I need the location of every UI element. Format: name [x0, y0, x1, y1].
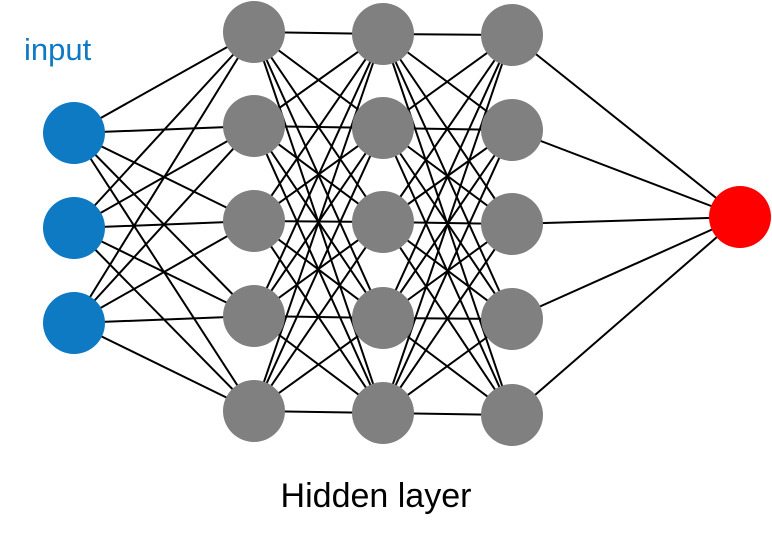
hidden-node-hidden-1-3: [223, 190, 285, 252]
edge-hidden-3-2-to-output-1: [511, 129, 741, 218]
hidden-node-hidden-1-1: [223, 1, 285, 63]
edge-hidden-3-4-to-output-1: [511, 216, 741, 320]
edge-hidden-2-4-to-hidden-3-1: [382, 34, 513, 319]
hidden-node-hidden-2-4: [352, 287, 414, 349]
edge-hidden-3-3-to-output-1: [511, 216, 741, 225]
hidden-layer-label: Hidden layer: [281, 477, 472, 515]
hidden-node-hidden-2-3: [352, 191, 414, 253]
edge-hidden-1-3-to-hidden-2-1: [253, 33, 384, 222]
hidden-node-hidden-1-5: [223, 380, 285, 442]
edge-hidden-2-5-to-hidden-3-2: [382, 129, 513, 414]
edge-input-3-to-hidden-1-5: [73, 322, 255, 412]
input-label: input: [24, 32, 92, 67]
hidden-node-hidden-3-5: [481, 384, 543, 446]
edge-hidden-1-5-to-hidden-2-2: [253, 127, 384, 412]
hidden-node-hidden-2-5: [352, 382, 414, 444]
output-node-output-1: [709, 186, 771, 248]
edge-hidden-2-5-to-hidden-3-1: [382, 34, 513, 414]
input-node-input-2: [43, 197, 105, 259]
input-node-input-1: [43, 102, 105, 164]
input-node-input-3: [43, 292, 105, 354]
edge-input-1-to-hidden-1-1: [73, 31, 255, 134]
hidden-node-hidden-2-1: [352, 3, 414, 65]
hidden-node-hidden-3-3: [481, 193, 543, 255]
edge-hidden-1-5-to-hidden-2-3: [253, 221, 384, 412]
edge-input-3-to-hidden-1-1: [73, 31, 255, 324]
hidden-node-hidden-2-2: [352, 97, 414, 159]
hidden-node-hidden-3-4: [481, 288, 543, 350]
hidden-node-hidden-1-2: [223, 95, 285, 157]
hidden-node-hidden-1-4: [223, 285, 285, 347]
nodes: [43, 1, 771, 446]
edge-hidden-1-5-to-hidden-2-1: [253, 33, 384, 412]
edge-hidden-2-3-to-hidden-3-1: [382, 34, 513, 223]
edge-hidden-2-5-to-hidden-3-3: [382, 223, 513, 414]
hidden-node-hidden-3-2: [481, 99, 543, 161]
edge-input-3-to-hidden-1-3: [73, 220, 255, 324]
hidden-node-hidden-3-1: [481, 4, 543, 66]
edge-input-2-to-hidden-1-1: [73, 31, 255, 229]
edge-hidden-3-1-to-output-1: [511, 34, 741, 218]
edge-hidden-1-4-to-hidden-2-1: [253, 33, 384, 317]
edge-input-3-to-hidden-1-2: [73, 125, 255, 324]
edge-hidden-3-5-to-output-1: [511, 216, 741, 416]
